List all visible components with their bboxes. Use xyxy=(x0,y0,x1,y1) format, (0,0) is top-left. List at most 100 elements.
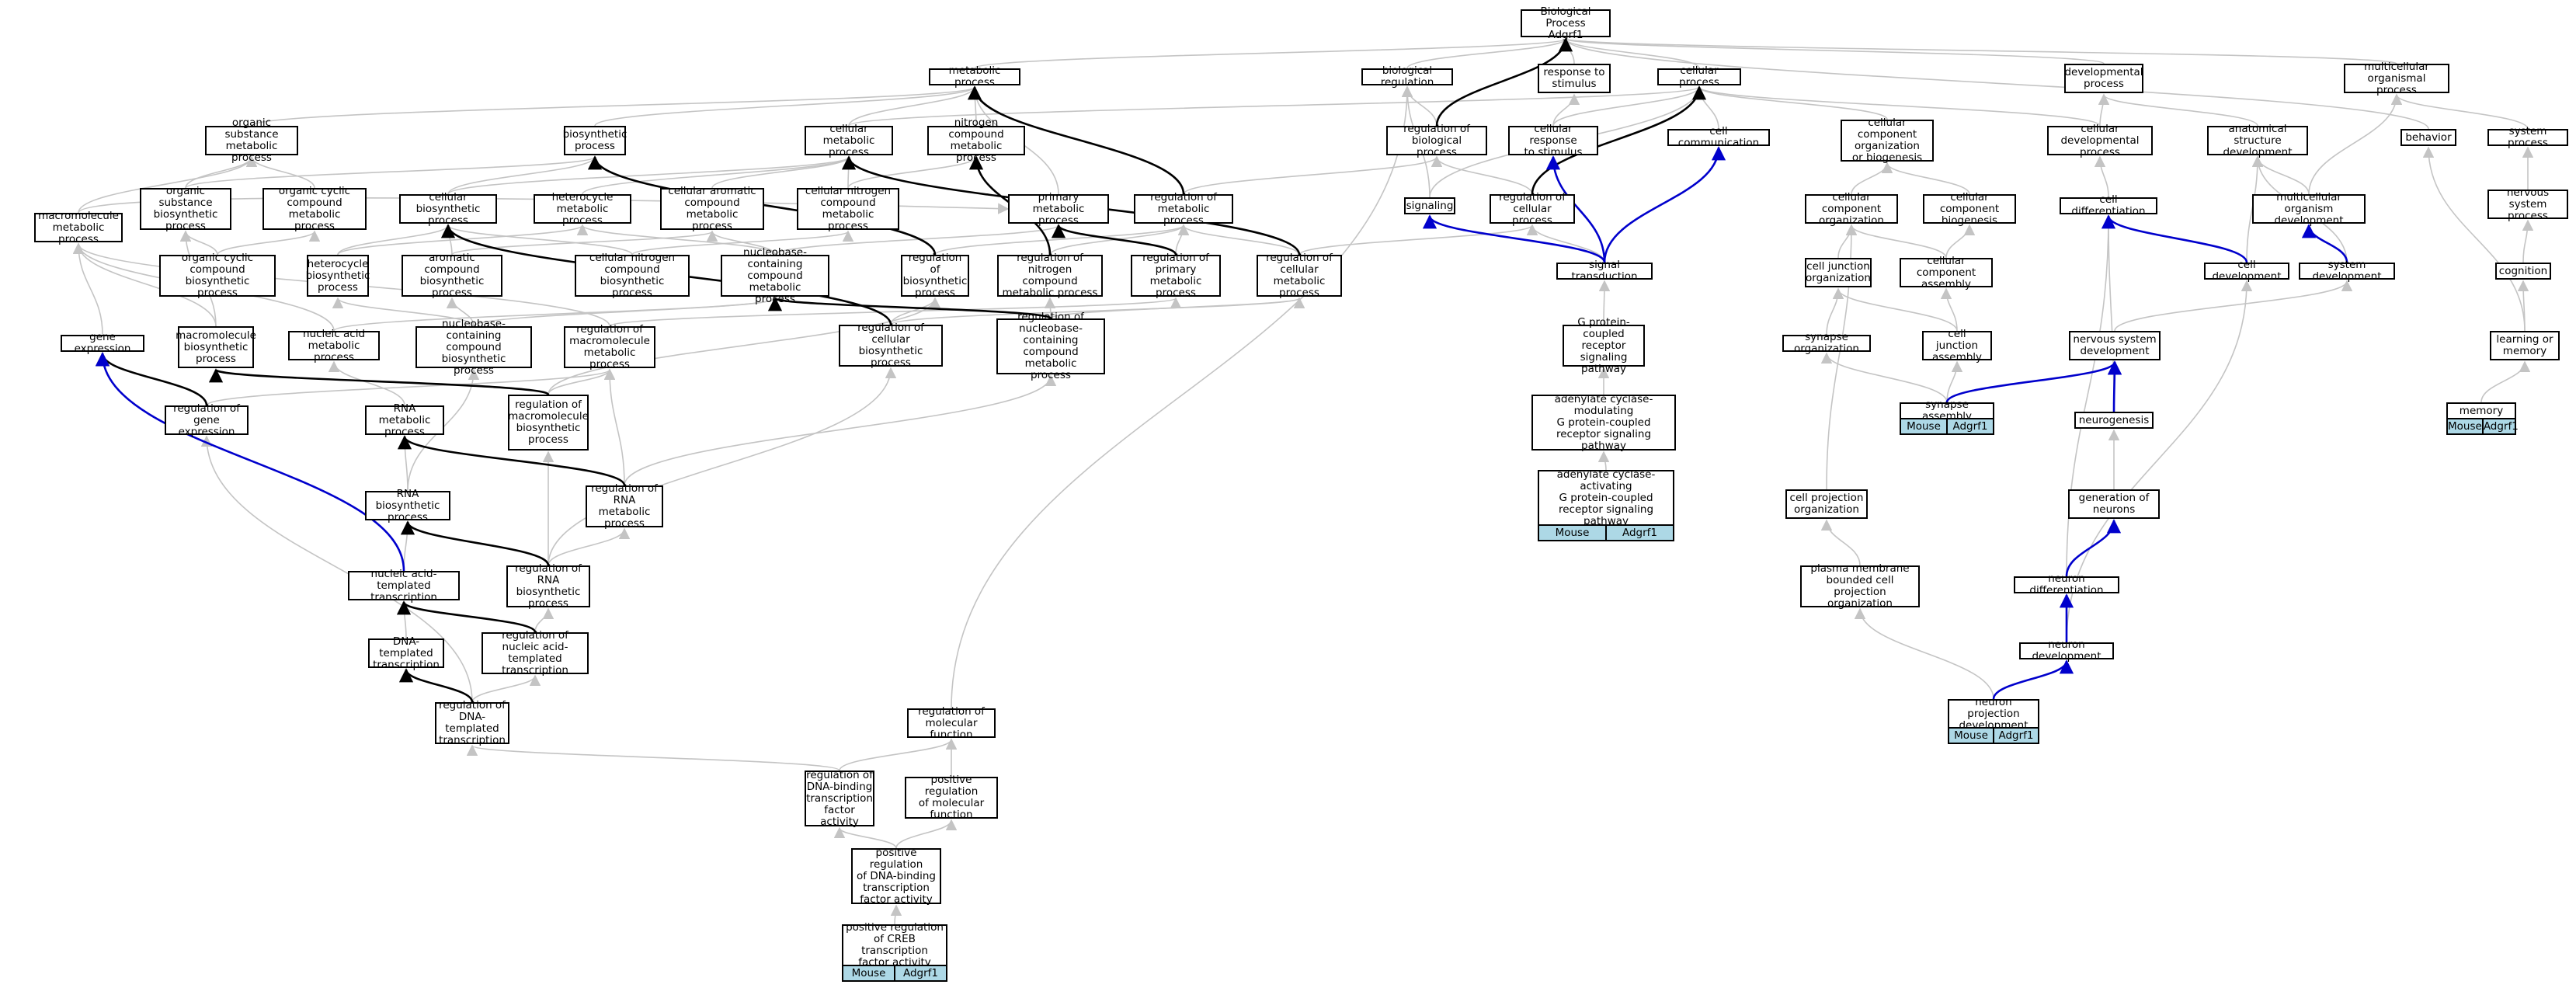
go-term-cell-proj-org[interactable]: cell projection organization xyxy=(1785,489,1868,519)
go-term-multi-org-dev[interactable]: multicellular organism development xyxy=(2252,191,2366,226)
go-term-reg-macro-bio[interactable]: regulation of macromolecule biosynthetic… xyxy=(508,395,589,451)
go-term-neuron-diff[interactable]: neuron differentiation xyxy=(2014,573,2119,597)
go-term-gpcr[interactable]: G protein-coupled receptor signaling pat… xyxy=(1563,316,1645,374)
go-term-reg-bio[interactable]: regulation of biological process xyxy=(1386,123,1487,158)
gene-label[interactable]: Adgrf1 xyxy=(1605,526,1673,540)
annotation-tag-adenyl-act: Mouse Adgrf1 xyxy=(1538,524,1674,541)
go-term-cell-met[interactable]: cellular metabolic process xyxy=(805,123,893,158)
go-term-cognition[interactable]: cognition xyxy=(2495,263,2551,280)
go-term-cell-nitro-bio[interactable]: cellular nitrogen compound biosynthetic … xyxy=(575,252,690,299)
go-term-reg-nucleobase-met[interactable]: regulation of nucleobase-containing comp… xyxy=(996,311,1105,381)
go-term-reg-rna-bio[interactable]: regulation of RNA biosynthetic process xyxy=(506,563,590,610)
go-term-org-sub-met[interactable]: organic substance metabolic process xyxy=(205,117,298,164)
go-term-cca[interactable]: cellular component assembly xyxy=(1900,255,1993,290)
go-term-hetero-bio[interactable]: heterocycle biosynthetic process xyxy=(306,255,370,297)
edge-gray-nucleobase_met-to-hetero_met xyxy=(577,224,776,256)
go-term-gen-neurons[interactable]: generation of neurons xyxy=(2068,489,2160,519)
go-term-neuron-dev[interactable]: neuron development xyxy=(2019,639,2114,663)
go-term-dna-trans[interactable]: DNA-templated transcription xyxy=(368,635,444,670)
go-term-adenyl-act[interactable]: adenylate cyclase-activating G protein-c… xyxy=(1538,468,1674,527)
go-term-cell-dev-proc[interactable]: cellular developmental process xyxy=(2047,123,2153,158)
go-term-nucleobase-met[interactable]: nucleobase-containing compound metabolic… xyxy=(721,246,829,304)
go-term-nervous-sys-proc[interactable]: nervous system process xyxy=(2487,186,2568,221)
go-term-signal-trans[interactable]: signal transduction xyxy=(1556,259,1653,283)
species-label[interactable]: Mouse xyxy=(2448,420,2482,433)
go-term-neuron-proj-dev[interactable]: neuron projection development xyxy=(1948,696,2039,731)
go-term-hetero-met[interactable]: heterocycle metabolic process xyxy=(534,191,631,226)
go-term-reg-cell-bio[interactable]: regulation of cellular biosynthetic proc… xyxy=(839,322,943,369)
go-term-plasma-mem[interactable]: plasma membrane bounded cell projection … xyxy=(1800,563,1920,610)
go-term-reg-na-trans[interactable]: regulation of nucleic acid-templated tra… xyxy=(481,630,589,677)
go-term-cell-junc-asm[interactable]: cell junction assembly xyxy=(1922,328,1992,363)
go-term-reg-macro-met[interactable]: regulation of macromolecule metabolic pr… xyxy=(564,324,655,370)
go-term-nucleobase-bio[interactable]: nucleobase-containing compound biosynthe… xyxy=(415,318,532,376)
go-term-org-cyc-met[interactable]: organic cyclic compound metabolic proces… xyxy=(262,186,367,232)
go-term-cell-junc-org[interactable]: cell junction organization xyxy=(1805,258,1872,287)
go-term-cell-nitro-met[interactable]: cellular nitrogen compound metabolic pro… xyxy=(797,186,899,232)
species-label[interactable]: Mouse xyxy=(1907,420,1941,433)
go-term-macro-met[interactable]: macromolecule metabolic process xyxy=(34,210,123,245)
go-term-rna-bio[interactable]: RNA biosynthetic process xyxy=(365,488,450,523)
go-term-reg-dna-trans[interactable]: regulation of DNA-templated transcriptio… xyxy=(435,700,509,746)
go-term-anat-dev[interactable]: anatomical structure development xyxy=(2207,123,2308,158)
go-term-nitrogen-met[interactable]: nitrogen compound metabolic process xyxy=(927,117,1025,164)
go-term-arom-bio[interactable]: aromatic compound biosynthetic process xyxy=(402,252,502,299)
go-term-cell-development[interactable]: cell development xyxy=(2204,259,2289,283)
go-term-org-sub-bio[interactable]: organic substance biosynthetic process xyxy=(140,186,231,232)
go-term-learning[interactable]: learning or memory xyxy=(2490,331,2560,360)
go-term-cellular-process[interactable]: cellular process xyxy=(1657,65,1741,89)
go-term-bp[interactable]: Biological Process Adgrf1 xyxy=(1521,5,1611,40)
go-term-neurogenesis[interactable]: neurogenesis xyxy=(2074,412,2154,429)
gene-label[interactable]: Adgrf1 xyxy=(1993,729,2038,743)
go-term-gene-expr[interactable]: gene expression xyxy=(61,332,144,355)
go-term-synapse-org[interactable]: synapse organization xyxy=(1782,332,1871,355)
go-term-cell-bio[interactable]: cellular biosynthetic process xyxy=(399,191,497,226)
go-term-cell-diff[interactable]: cell differentiation xyxy=(2060,194,2157,217)
go-term-primary-met[interactable]: primary metabolic process xyxy=(1008,191,1109,226)
go-term-ccb[interactable]: cellular component biogenesis xyxy=(1923,191,2016,226)
go-term-behavior[interactable]: behavior xyxy=(2400,129,2456,146)
go-term-bioreg[interactable]: biological regulation xyxy=(1361,65,1453,89)
gene-label[interactable]: Adgrf1 xyxy=(894,966,946,980)
go-term-reg-prim-met[interactable]: regulation of primary metabolic process xyxy=(1131,252,1221,299)
go-term-cell-arom-met[interactable]: cellular aromatic compound metabolic pro… xyxy=(660,186,764,232)
species-label[interactable]: Mouse xyxy=(1954,729,1988,742)
go-term-system-process[interactable]: system process xyxy=(2487,126,2568,149)
go-term-rna-met[interactable]: RNA metabolic process xyxy=(365,402,444,437)
go-term-reg-gene-expr[interactable]: regulation of gene expression xyxy=(165,402,249,437)
go-term-pos-reg-mol[interactable]: positive regulation of molecular functio… xyxy=(905,774,998,821)
go-term-cell-resp[interactable]: cellular response to stimulus xyxy=(1508,123,1598,158)
go-term-adenyl-mod[interactable]: adenylate cyclase-modulating G protein-c… xyxy=(1531,393,1676,451)
go-term-reg-biosyn[interactable]: regulation of biosynthetic process xyxy=(901,252,969,299)
go-term-memory[interactable]: memory xyxy=(2446,402,2516,419)
go-term-reg-cell-proc[interactable]: regulation of cellular process xyxy=(1490,191,1575,226)
go-term-reg-cell-met[interactable]: regulation of cellular metabolic process xyxy=(1257,252,1342,299)
species-label[interactable]: Mouse xyxy=(1555,527,1590,539)
go-term-ccob[interactable]: cellular component organization or bioge… xyxy=(1841,117,1934,164)
go-term-reg-mol-func[interactable]: regulation of molecular function xyxy=(907,705,996,740)
go-term-response-stimulus[interactable]: response to stimulus xyxy=(1538,64,1611,93)
go-term-reg-dna-binding[interactable]: regulation of DNA-binding transcription … xyxy=(805,769,874,827)
go-term-org-cyc-bio[interactable]: organic cyclic compound biosynthetic pro… xyxy=(159,252,276,299)
go-term-nervous-sys-dev[interactable]: nervous system development xyxy=(2069,331,2161,360)
go-term-synapse-asm[interactable]: synapse assembly xyxy=(1900,399,1994,423)
go-term-developmental[interactable]: developmental process xyxy=(2064,64,2143,93)
go-term-biosynthetic[interactable]: biosynthetic process xyxy=(563,126,627,155)
go-term-cco[interactable]: cellular component organization xyxy=(1805,191,1898,226)
gene-label[interactable]: Adgrf1 xyxy=(1946,419,1993,433)
go-term-reg-met[interactable]: regulation of metabolic process xyxy=(1134,191,1233,226)
go-term-pos-reg-creb[interactable]: positive regulation of CREB transcriptio… xyxy=(842,922,947,969)
go-term-system-dev[interactable]: system development xyxy=(2299,259,2395,283)
go-term-macro-bio[interactable]: macromolecule biosynthetic process xyxy=(176,326,256,368)
go-term-reg-rna-met[interactable]: regulation of RNA metabolic process xyxy=(586,483,663,530)
gene-label[interactable]: Adgrf1 xyxy=(2481,419,2519,433)
go-term-reg-nitro-met[interactable]: regulation of nitrogen compound metaboli… xyxy=(997,252,1103,299)
go-term-na-met[interactable]: nucleic acid metabolic process xyxy=(288,328,380,363)
go-term-metabolic[interactable]: metabolic process xyxy=(929,65,1020,89)
go-term-signaling[interactable]: signaling xyxy=(1404,197,1455,214)
go-term-cell-comm[interactable]: cell communication xyxy=(1667,126,1770,149)
species-label[interactable]: Mouse xyxy=(851,967,886,979)
go-term-pos-reg-dna[interactable]: positive regulation of DNA-binding trans… xyxy=(851,847,941,905)
go-term-multicellular[interactable]: multicellular organismal process xyxy=(2344,61,2449,96)
go-term-na-trans[interactable]: nucleic acid-templated transcription xyxy=(348,568,460,603)
